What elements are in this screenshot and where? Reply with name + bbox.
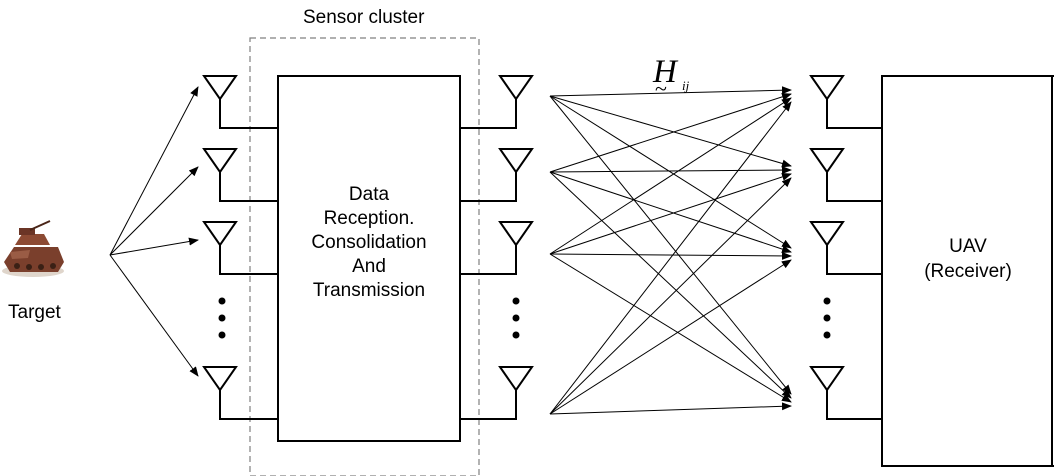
channel-arrow (549, 166, 792, 175)
channel-arrow (549, 95, 792, 168)
antenna-icon (809, 366, 882, 420)
antenna-icon (460, 75, 534, 129)
sensor-cluster-label: Sensor cluster (303, 7, 425, 28)
antenna-icon (202, 221, 278, 275)
channel-arrow (549, 97, 792, 255)
input-antennas (202, 75, 278, 420)
channel-arrow (549, 259, 792, 415)
data-processing-block (277, 75, 461, 442)
channel-arrow (549, 101, 792, 415)
block-line: Consolidation (311, 232, 427, 253)
block-line: Transmission (312, 280, 426, 301)
channel-arrow (549, 177, 792, 415)
receiver-line: (Receiver) (924, 261, 1012, 282)
target-signal-arrows (109, 86, 199, 377)
receiver-line: UAV (949, 236, 987, 257)
antenna-icon (202, 366, 278, 420)
channel-arrow (549, 251, 792, 260)
uav-receiver-block (881, 75, 1054, 467)
tank-icon (2, 220, 64, 277)
channel-arrow (549, 402, 792, 415)
channel-matrix-label: H ij ~ (653, 54, 689, 101)
processing-block-label: Data Reception. Consolidation And Transm… (278, 183, 460, 303)
channel-arrow (549, 86, 792, 97)
block-line: And (352, 256, 386, 277)
channel-arrow (549, 173, 792, 255)
block-line: Reception. (323, 208, 415, 229)
channel-arrow (549, 171, 792, 253)
channel-arrow (549, 253, 792, 403)
antenna-icon (460, 221, 534, 275)
antenna-icon (460, 366, 534, 420)
sensor-cluster-boundary (249, 37, 480, 476)
receiver-block-label: UAV (Receiver) (882, 234, 1054, 284)
antenna-icon (809, 75, 882, 129)
receiver-antennas (809, 75, 882, 420)
channel-arrow (549, 95, 792, 395)
output-antennas (460, 75, 534, 420)
channel-arrow (549, 92, 792, 173)
channel-subscript: ij (682, 78, 690, 93)
vertical-dots-icon (512, 297, 520, 339)
channel-symbol: H (653, 54, 677, 90)
antenna-icon (202, 75, 278, 129)
target-label: Target (8, 302, 61, 323)
antenna-icon (460, 148, 534, 202)
channel-arrow (549, 171, 792, 399)
antenna-icon (809, 221, 882, 275)
block-line: Data (348, 184, 390, 205)
antenna-icon (202, 148, 278, 202)
channel-matrix-arrows (549, 86, 792, 415)
vertical-dots-icon (218, 297, 226, 339)
antenna-icon (809, 148, 882, 202)
channel-tilde: ~ (655, 76, 667, 101)
channel-arrow (549, 95, 792, 249)
vertical-dots-icon (823, 297, 831, 339)
